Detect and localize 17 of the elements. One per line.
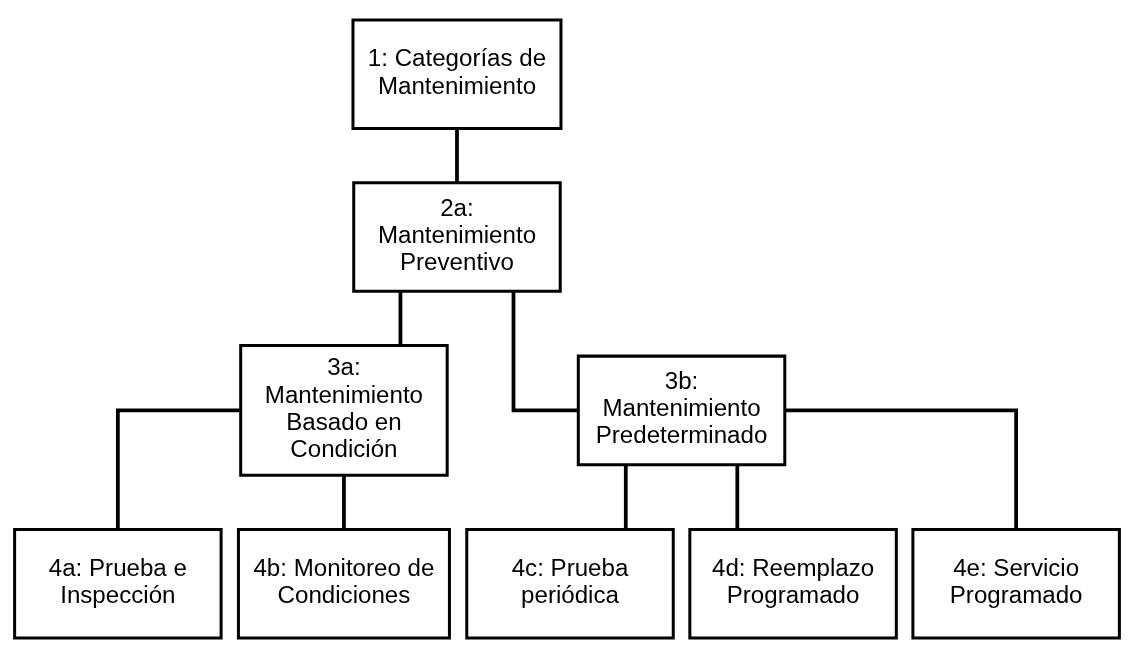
node-box: 4e: Servicio Programado	[911, 527, 1121, 639]
node-box: 1: Categorías de Mantenimiento	[351, 18, 563, 130]
connector	[735, 464, 740, 529]
connector	[623, 464, 628, 529]
node-box: 4b: Monitoreo de Condiciones	[236, 527, 451, 639]
connector	[342, 474, 346, 529]
connector	[455, 128, 459, 182]
node-box: 4c: Prueba periódica	[465, 527, 675, 639]
node-box: 4d: Reemplazo Programado	[688, 527, 898, 639]
node-box: 3a: Mantenimiento Basado en Condición	[239, 343, 449, 477]
node-box: 3b: Mantenimiento Predeterminado	[576, 354, 787, 466]
connector	[398, 290, 403, 345]
connector	[785, 408, 1019, 529]
node-box: 4a: Prueba e Inspección	[13, 527, 223, 639]
node-box: 2a: Mantenimiento Preventivo	[352, 180, 562, 293]
connector	[115, 408, 241, 529]
connector	[511, 290, 578, 412]
